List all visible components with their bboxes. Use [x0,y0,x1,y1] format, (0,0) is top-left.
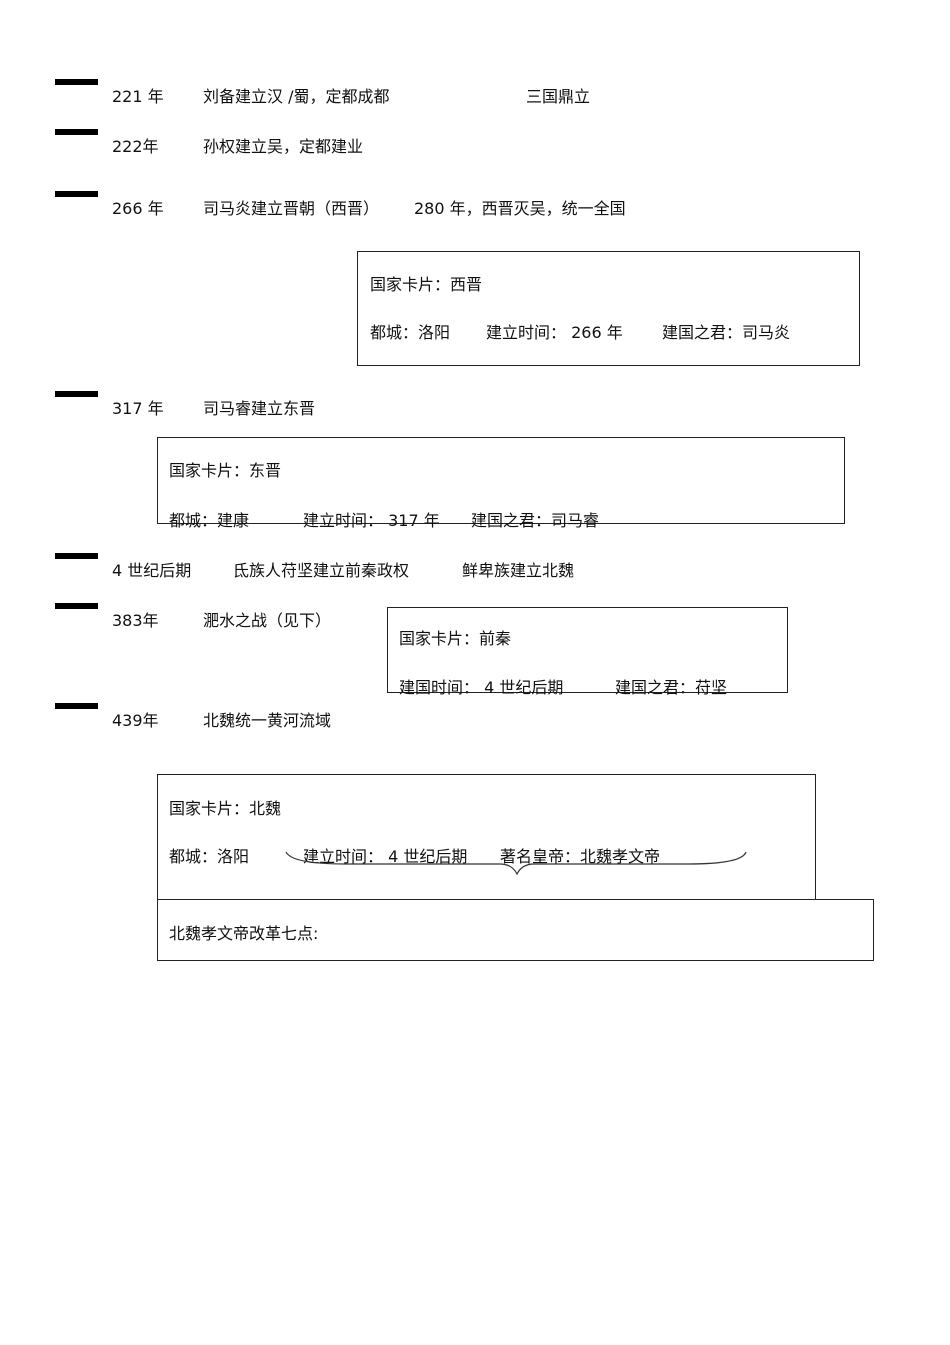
timeline-marker [55,79,98,85]
timeline-note: 280 年，西晋灭吴，统一全国 [414,199,626,218]
timeline-marker [55,603,98,609]
country-card-qianqin [387,607,788,693]
country-card-xijin [357,251,860,366]
card-title: 国家卡片：前秦 [399,629,512,648]
timeline-marker [55,391,98,397]
timeline-year: 222年 [112,137,159,156]
card-title: 国家卡片：东晋 [169,461,282,480]
card-founded: 建国时间： 4 世纪后期 [399,678,564,697]
timeline-event: 孙权建立吴，定都建业 [203,137,364,156]
timeline-event: 淝水之战（见下） [203,611,332,630]
timeline-event: 刘备建立汉 /蜀，定都成都 [203,87,390,106]
timeline-event: 氐族人苻坚建立前秦政权 [233,561,410,580]
timeline-year: 439年 [112,711,159,730]
card-title: 国家卡片：北魏 [169,799,282,818]
timeline-year: 317 年 [112,399,164,418]
reform-label: 北魏孝文帝改革七点: [169,924,319,943]
reform-box [157,899,874,961]
card-title: 国家卡片：西晋 [370,275,483,294]
timeline-note: 鲜卑族建立北魏 [462,561,575,580]
timeline-event: 司马炎建立晋朝（西晋） [203,199,380,218]
card-founder: 建国之君：司马炎 [662,323,791,342]
timeline-marker [55,191,98,197]
country-card-dongjin [157,437,845,524]
curly-brace-icon [285,851,747,876]
timeline-event: 司马睿建立东晋 [203,399,316,418]
timeline-marker [55,553,98,559]
timeline-marker [55,703,98,709]
timeline-year: 4 世纪后期 [112,561,192,580]
card-founder: 建国之君：苻坚 [615,678,728,697]
card-capital: 都城：洛阳 [370,323,451,342]
card-founded: 建立时间： 266 年 [486,323,623,342]
card-emperor: 著名皇帝：北魏孝文帝 [500,847,661,866]
timeline-note: 三国鼎立 [526,87,591,106]
timeline-year: 383年 [112,611,159,630]
card-capital: 都城：建康 [169,511,250,530]
card-founder: 建国之君：司马睿 [471,511,600,530]
timeline-event: 北魏统一黄河流域 [203,711,332,730]
card-founded: 建立时间： 4 世纪后期 [303,847,468,866]
timeline-year: 221 年 [112,87,164,106]
timeline-marker [55,129,98,135]
country-card-beiwei [157,774,816,900]
card-founded: 建立时间： 317 年 [303,511,440,530]
timeline-year: 266 年 [112,199,164,218]
card-capital: 都城：洛阳 [169,847,250,866]
